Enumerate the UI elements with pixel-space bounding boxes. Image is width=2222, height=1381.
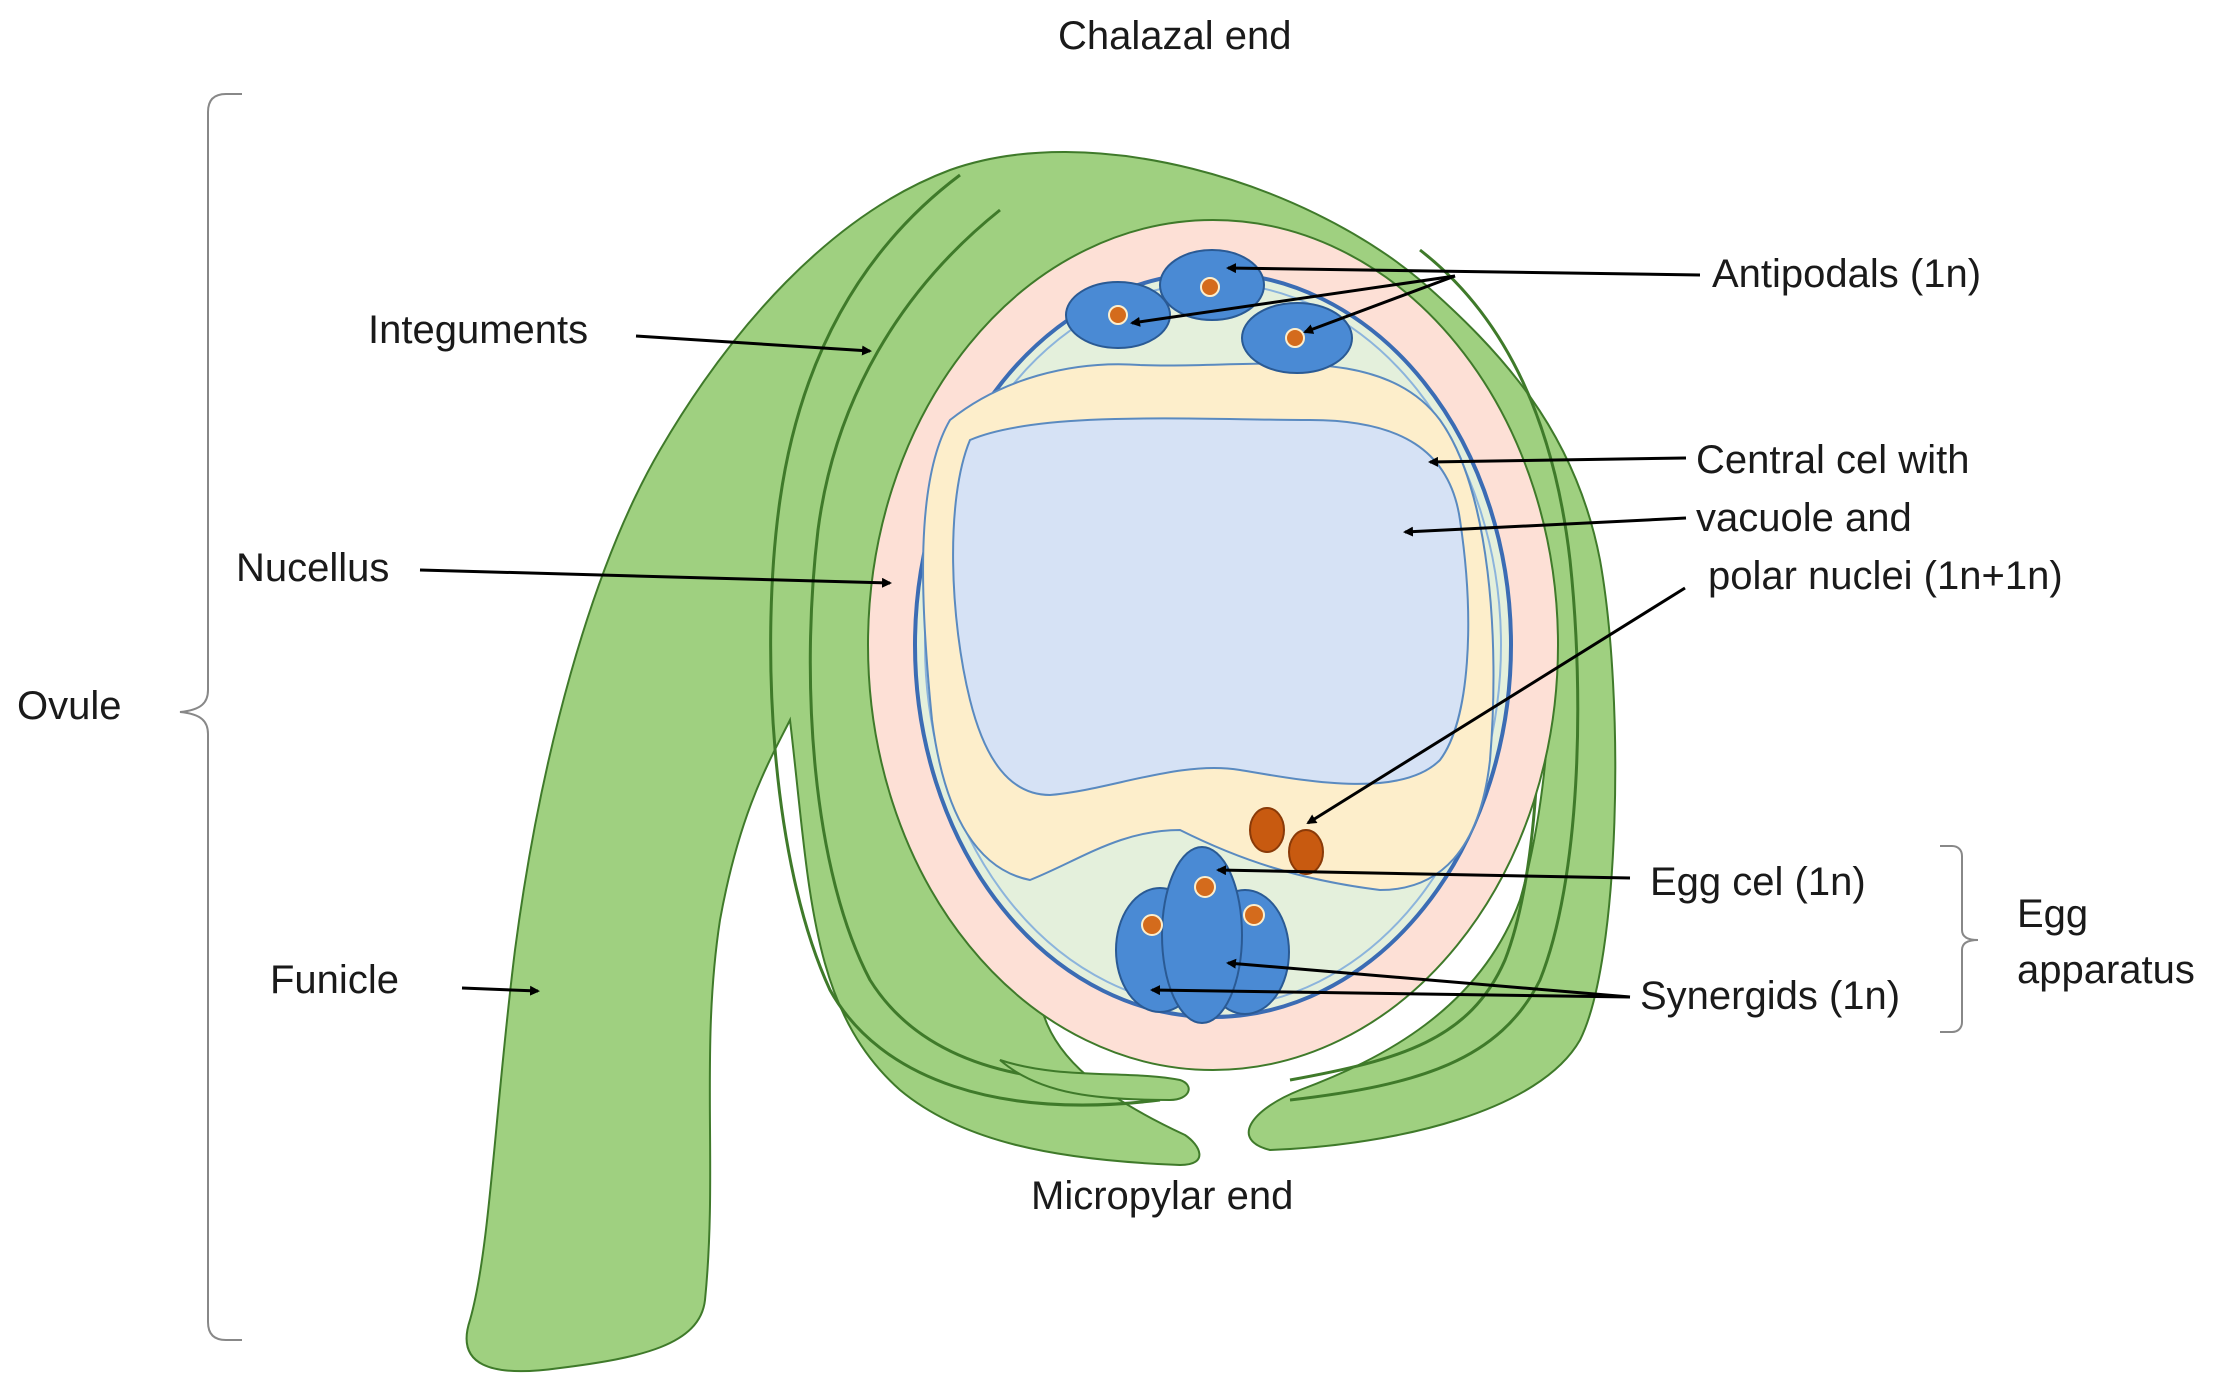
vacuole	[952, 417, 1470, 797]
integument-line-left-1	[769, 173, 1161, 1107]
label-synergids: Synergids (1n)	[1640, 974, 1901, 1018]
arrow-polar-nuclei	[1306, 586, 1686, 825]
polar-nucleus-2	[1288, 829, 1324, 875]
label-nucellus: Nucellus	[236, 546, 390, 590]
egg-apparatus-bracket	[1940, 845, 1979, 1033]
label-ovule: Ovule	[17, 684, 122, 728]
ovule-bracket	[179, 93, 242, 1341]
antipodal-nucleus-right	[1285, 328, 1305, 348]
arrow-funicle	[461, 985, 540, 996]
label-antipodals: Antipodals (1n)	[1712, 252, 1982, 296]
arrow-nucellus	[419, 568, 892, 588]
label-chalazal-end: Chalazal end	[1058, 14, 1292, 58]
egg-apparatus	[1115, 846, 1290, 1024]
antipodal-nucleus-top	[1200, 277, 1220, 297]
label-central-cell-line1: Central cel with	[1696, 438, 1970, 482]
synergid-right-nucleus	[1243, 904, 1265, 926]
label-egg-cell: Egg cel (1n)	[1650, 860, 1866, 904]
arrow-vacuole	[1403, 516, 1687, 537]
arrow-synergid-left	[1150, 985, 1631, 999]
micropyle-lip-left	[999, 1059, 1190, 1102]
arrow-antipodals-top	[1226, 263, 1701, 277]
label-integuments: Integuments	[368, 308, 589, 352]
label-funicle: Funicle	[270, 958, 399, 1002]
arrows	[419, 263, 1701, 999]
arrow-antipodals-right	[1303, 274, 1456, 334]
label-micropylar-end: Micropylar end	[1031, 1174, 1294, 1218]
antipodal-nucleus-left	[1108, 305, 1128, 325]
synergid-left-nucleus	[1141, 914, 1163, 936]
label-central-cell-line3: polar nuclei (1n+1n)	[1708, 554, 2063, 598]
polar-nucleus-1	[1249, 807, 1285, 853]
egg-cell-nucleus	[1194, 876, 1216, 898]
label-egg-apparatus-line1: Egg	[2017, 892, 2089, 936]
integument-line-right-1	[1289, 248, 1580, 1102]
arrow-synergid-right	[1226, 958, 1631, 999]
arrow-egg-cell	[1216, 865, 1631, 880]
arrow-integuments	[635, 334, 872, 356]
integument-line-left-2	[808, 208, 1161, 1084]
egg-cell	[1161, 846, 1243, 1024]
label-egg-apparatus-line2: apparatus	[2017, 948, 2195, 992]
label-central-cell-line2: vacuole and	[1696, 496, 1912, 540]
arrow-antipodals-left	[1130, 274, 1456, 327]
arrow-central-cell	[1428, 456, 1687, 467]
